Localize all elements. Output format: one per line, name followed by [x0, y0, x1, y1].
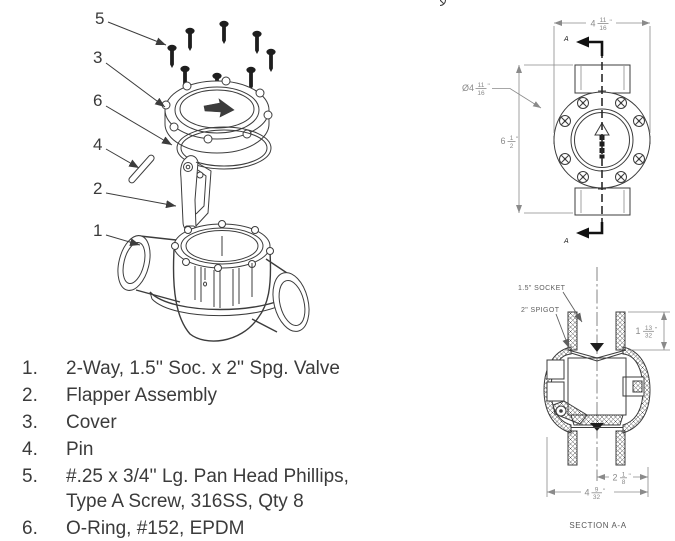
parts-list-item-3: 3. Cover — [0, 410, 445, 435]
callout-3-label: 3 — [93, 48, 102, 67]
section-arrow-label-bottom: A — [563, 238, 569, 245]
valve-body-part — [117, 220, 310, 342]
callout-6-label: 6 — [93, 91, 102, 110]
dim-full-width-unit: " — [603, 488, 606, 495]
callout-4-label: 4 — [93, 135, 102, 154]
dim-full-width: 4 9 32 " — [546, 437, 648, 501]
item-description: Pin — [66, 439, 94, 460]
pin-part — [128, 154, 155, 184]
dim-diameter-den: 16 — [477, 90, 485, 97]
dim-socket-depth-num: 13 — [645, 325, 653, 332]
socket-label: 1.5" SOCKET — [518, 285, 566, 292]
item-description: 2-Way, 1.5'' Soc. x 2'' Spg. Valve — [66, 358, 340, 379]
item-description: O-Ring, #152, EPDM — [66, 518, 245, 539]
callouts-group: 5 3 6 4 2 1 — [93, 9, 177, 247]
callout-4: 4 — [93, 135, 140, 169]
item-number: 6. — [22, 518, 38, 539]
section-arrow-label-top: A — [563, 36, 569, 43]
dim-top-width-den: 16 — [599, 25, 607, 32]
socket-label-group: 1.5" SOCKET — [518, 285, 583, 323]
item-number: 4. — [22, 439, 38, 460]
callout-2-label: 2 — [93, 179, 102, 198]
item-description-line2: Type A Screw, 316SS, Qty 8 — [66, 491, 304, 512]
dim-full-width-den: 32 — [593, 494, 601, 501]
callout-1-label: 1 — [93, 221, 102, 240]
dim-height-whole: 6 — [500, 136, 505, 146]
dim-socket-depth-unit: " — [655, 327, 658, 334]
dim-height-num: 1 — [510, 135, 514, 142]
dim-top-width-whole: 4 — [590, 19, 595, 29]
section-caption: SECTION A-A — [569, 521, 626, 530]
dim-height-unit: " — [516, 136, 519, 143]
dim-height-den: 2 — [510, 143, 514, 150]
dim-socket-depth: 1 13 32 " — [628, 311, 670, 351]
valve-section-geometry — [543, 311, 651, 466]
item-description: Flapper Assembly — [66, 385, 218, 406]
dim-half-width-unit: " — [629, 473, 632, 480]
parts-list-item-5: 5. #.25 x 3/4'' Lg. Pan Head Phillips, T… — [0, 464, 445, 514]
section-view-drawing: 1.5" SOCKET 2" SPIGOT 1 13 32 " 2 1 8 " — [518, 267, 670, 530]
section-cut-line: A A — [563, 36, 604, 245]
parts-list-item-1: 1. 2-Way, 1.5'' Soc. x 2'' Spg. Valve — [0, 356, 445, 381]
valve-top-geometry — [440, 0, 651, 216]
flow-arrow-emblem — [203, 98, 235, 118]
dim-diameter-prefix: Ø4 — [462, 83, 474, 93]
dim-half-width-num: 1 — [622, 472, 626, 479]
item-description-line1: #.25 x 3/4'' Lg. Pan Head Phillips, — [66, 466, 349, 487]
dim-socket-depth-whole: 1 — [635, 326, 640, 336]
dim-diameter: Ø4 11 16 " — [462, 82, 542, 109]
callout-5-label: 5 — [95, 9, 104, 28]
dim-half-width-den: 8 — [622, 479, 626, 486]
callout-3: 3 — [93, 48, 166, 108]
callout-5: 5 — [95, 9, 167, 46]
callout-6: 6 — [93, 91, 173, 146]
oring-part — [176, 126, 272, 170]
parts-list-item-2: 2. Flapper Assembly — [0, 383, 445, 408]
parts-list: 1. 2-Way, 1.5'' Soc. x 2'' Spg. Valve 2.… — [0, 356, 445, 541]
exploded-view-drawing: 5 3 6 4 2 1 — [93, 9, 310, 342]
cover-part — [161, 76, 273, 154]
dim-top-width: 4 11 16 " — [553, 17, 651, 133]
dim-full-width-num: 9 — [595, 487, 599, 494]
dim-full-width-whole: 4 — [584, 488, 589, 498]
spigot-label-group: 2" SPIGOT — [521, 307, 570, 349]
item-number: 2. — [22, 385, 38, 406]
item-number: 5. — [22, 466, 38, 487]
dim-diameter-unit: " — [488, 83, 491, 90]
dim-socket-depth-den: 32 — [645, 333, 653, 340]
top-view-drawing: A A 4 11 16 " 6 1 2 " — [440, 0, 651, 245]
flange-screws — [440, 0, 645, 183]
dim-half-width-whole: 2 — [612, 473, 617, 483]
item-number: 3. — [22, 412, 38, 433]
dim-top-width-unit: " — [610, 19, 613, 26]
callout-2: 2 — [93, 179, 177, 209]
dim-top-width-num: 11 — [600, 17, 607, 24]
callout-1: 1 — [93, 221, 141, 247]
spigot-label: 2" SPIGOT — [521, 307, 560, 314]
parts-list-item-6: 6. O-Ring, #152, EPDM — [0, 516, 445, 541]
dim-height: 6 1 2 " — [497, 64, 573, 214]
dim-diameter-num: 11 — [478, 82, 485, 89]
item-description: #.25 x 3/4'' Lg. Pan Head Phillips, Type… — [66, 464, 445, 514]
item-number: 1. — [22, 358, 38, 379]
parts-list-item-4: 4. Pin — [0, 437, 445, 462]
item-description: Cover — [66, 412, 117, 433]
